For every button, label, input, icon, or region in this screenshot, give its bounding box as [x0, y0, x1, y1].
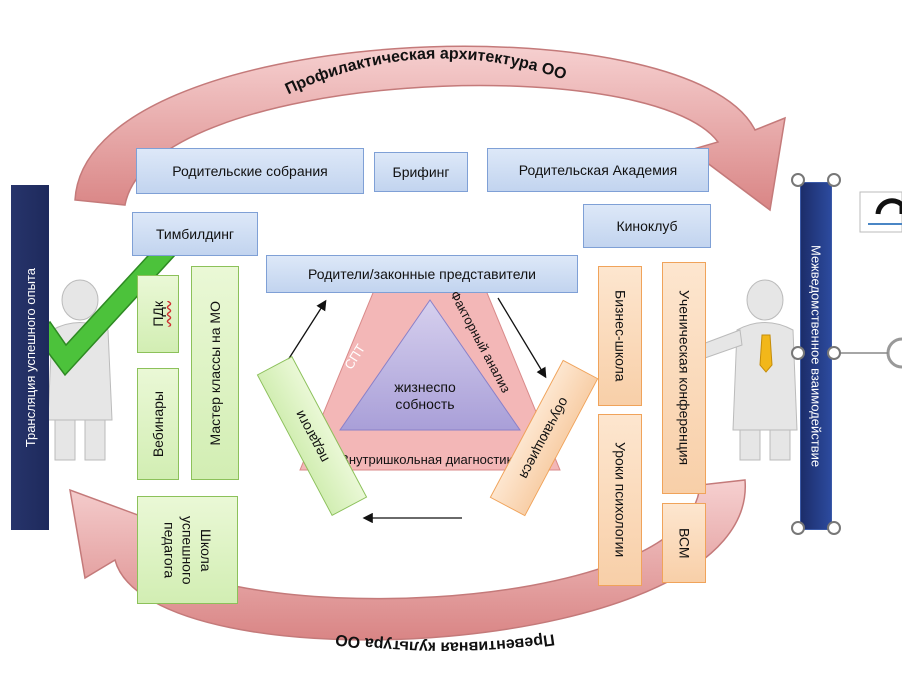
- triangle-core: [339, 299, 521, 431]
- box-briefing: Брифинг: [374, 152, 468, 192]
- box-film-club: Киноклуб: [583, 204, 711, 248]
- box-student-conference: Ученическая конференция: [662, 262, 706, 494]
- box-vsm: ВСМ: [662, 503, 706, 583]
- box-pdk: ПДк: [137, 275, 179, 353]
- box-parent-meetings: Родительские собрания: [136, 148, 364, 194]
- box-psych-lessons: Уроки психологии: [598, 414, 642, 586]
- box-briefing-label: Брифинг: [392, 163, 450, 180]
- box-business-school-label: Бизнес-школа: [612, 290, 629, 382]
- banner-left-label: Трансляция успешного опыта: [22, 267, 38, 448]
- box-master-classes: Мастер классы на МО: [191, 266, 239, 480]
- arrow-to-students: [497, 297, 547, 379]
- box-webinars: Вебинары: [137, 368, 179, 480]
- box-pdk-label: ПДк: [149, 301, 166, 327]
- partial-arc-icon: [875, 198, 902, 215]
- resize-handle-tr[interactable]: [827, 173, 841, 187]
- box-teambuilding-label: Тимбилдинг: [155, 225, 235, 242]
- box-student-conference-label: Ученическая конференция: [676, 290, 693, 466]
- banner-left: Трансляция успешного опыта: [11, 185, 49, 530]
- box-business-school: Бизнес-школа: [598, 266, 642, 406]
- bottom-arc-arrow: [69, 479, 746, 641]
- partial-rotate-icon: [886, 337, 902, 369]
- box-school: Школа успешного педагога: [137, 496, 238, 604]
- arrow-to-parents: [287, 299, 327, 361]
- resize-handle-br[interactable]: [827, 521, 841, 535]
- triangle-center-label: жизнеспо собность: [394, 379, 456, 412]
- box-parents-label: Родители/законные представители: [308, 265, 536, 282]
- box-parent-meetings-label: Родительские собрания: [172, 162, 328, 179]
- banner-right-label: Межведомственное взаимодействие: [808, 244, 824, 468]
- box-webinars-label: Вебинары: [149, 390, 166, 458]
- box-parents: Родители/законные представители: [266, 255, 578, 293]
- box-parent-academy: Родительская Академия: [487, 148, 709, 192]
- resize-handle-bl[interactable]: [791, 521, 805, 535]
- banner-right[interactable]: Межведомственное взаимодействие: [800, 182, 832, 530]
- top-arc-arrow: [74, 45, 786, 212]
- box-school-label: Школа успешного педагога: [161, 515, 214, 585]
- triangle-bottom-label: Внутришкольная диагностика: [340, 452, 520, 468]
- resize-handle-mr[interactable]: [827, 346, 841, 360]
- resize-handle-ml[interactable]: [791, 346, 805, 360]
- resize-handle-tl[interactable]: [791, 173, 805, 187]
- box-parent-academy-label: Родительская Академия: [518, 161, 678, 178]
- box-vsm-label: ВСМ: [676, 527, 693, 559]
- box-film-club-label: Киноклуб: [616, 217, 678, 234]
- box-teambuilding: Тимбилдинг: [132, 212, 258, 256]
- box-psych-lessons-label: Уроки психологии: [612, 442, 629, 558]
- box-master-classes-label: Мастер классы на МО: [206, 300, 223, 446]
- partial-icon-box: [859, 191, 902, 233]
- person-right: [699, 279, 798, 461]
